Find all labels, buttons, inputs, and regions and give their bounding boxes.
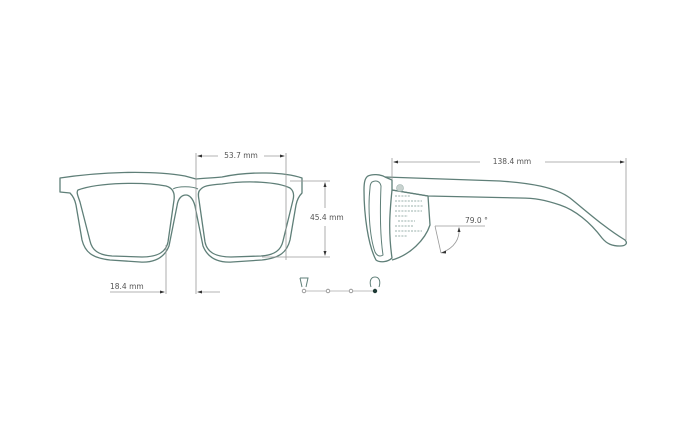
fit-step-3[interactable] — [348, 288, 354, 294]
nose-bridge-wide-icon — [369, 276, 381, 288]
hinge-screw-icon — [396, 184, 404, 192]
bridge-width-dimension: 18.4 mm — [110, 245, 220, 294]
right-lens — [197, 181, 295, 258]
temple-length-label: 138.4 mm — [493, 157, 531, 166]
side-frame-front — [363, 173, 393, 263]
front-view: 53.7 mm 45.4 mm 18.4 mm — [59, 151, 344, 294]
left-lens — [76, 182, 175, 258]
temple-length-dimension: 138.4 mm — [391, 157, 627, 240]
temple-arm — [384, 176, 627, 247]
lens-height-label: 45.4 mm — [310, 213, 344, 222]
side-shield — [391, 189, 431, 261]
fit-step-1[interactable] — [301, 288, 307, 294]
fit-step-4-active[interactable] — [372, 288, 378, 294]
pantoscopic-angle-dimension: 79.0 ° — [434, 216, 488, 254]
lens-width-label: 53.7 mm — [224, 151, 258, 160]
fit-selector[interactable] — [299, 276, 381, 294]
bridge-width-label: 18.4 mm — [110, 282, 144, 291]
shield-engraving — [395, 195, 423, 237]
side-lens-edge — [368, 180, 384, 257]
side-view: 138.4 mm 79.0 ° — [363, 157, 627, 263]
front-frame-outline — [59, 171, 303, 263]
pantoscopic-angle-label: 79.0 ° — [465, 216, 488, 225]
fit-step-2[interactable] — [325, 288, 331, 294]
lens-width-dimension: 53.7 mm — [195, 151, 287, 294]
nose-bridge-narrow-icon — [299, 277, 309, 288]
lens-height-dimension: 45.4 mm — [262, 180, 344, 258]
bridge — [172, 186, 199, 190]
